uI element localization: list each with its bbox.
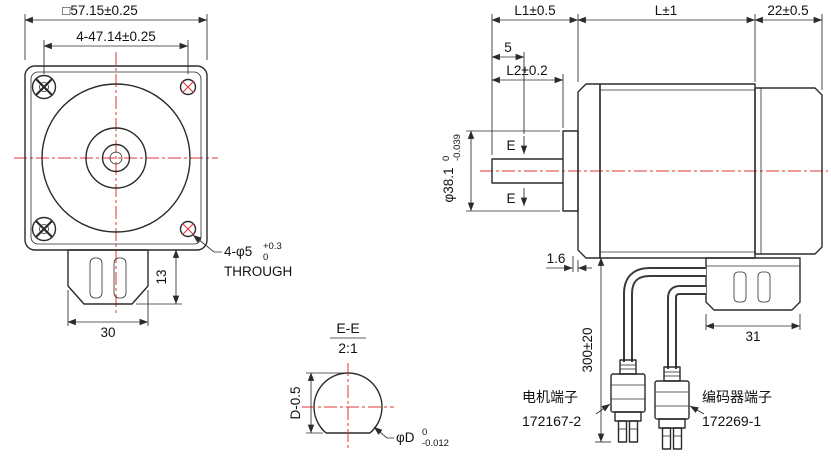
dim-l2-label: L2±0.2 <box>506 63 547 78</box>
dim-flat: D-0.5 <box>288 372 345 434</box>
dim-boss-dia-label: φ38.1 <box>441 167 456 202</box>
section-title-label: E-E <box>336 320 359 336</box>
hole-callout-label: 4-φ5 <box>224 244 252 259</box>
dim-connector-block: 31 <box>705 314 801 344</box>
dia-tol-top: 0 <box>422 427 427 438</box>
side-view: L1±0.5 L±1 22±0.5 5 L2±0.2 <box>441 3 828 450</box>
front-pilot-circle <box>41 83 191 233</box>
front-connector <box>67 249 149 305</box>
section-view: E-E 2:1 D-0.5 φD 0 -0.012 <box>288 320 449 451</box>
boss-tol-top: 0 <box>441 156 452 161</box>
dim-cable: 300±20 <box>580 257 611 443</box>
front-boss-circle <box>85 127 147 189</box>
front-flange-inner-edge <box>30 71 202 245</box>
dia-callout: φD 0 -0.012 <box>373 426 449 449</box>
hole-callout: 4-φ5 +0.3 0 THROUGH <box>192 234 292 279</box>
mounting-hole-bottom-right <box>179 220 197 238</box>
section-marks: E E <box>506 136 528 207</box>
rear-connector-block <box>705 257 801 311</box>
dim-flange: 1.6 <box>546 251 592 272</box>
section-title: E-E 2:1 <box>330 320 366 356</box>
rear-cover <box>754 87 823 255</box>
dim-square: □57.15±0.25 <box>24 3 208 60</box>
dim-l-label: L±1 <box>655 3 677 18</box>
front-shaft-circle <box>101 143 131 173</box>
dia-callout-label: φD <box>396 430 415 445</box>
dim-boss-dia: φ38.1 0 -0.039 <box>441 130 560 212</box>
front-shaft-center-circle <box>109 151 123 165</box>
section-scale-label: 2:1 <box>338 340 358 356</box>
encoder-terminal-part: 172269-1 <box>702 413 761 429</box>
dim-connector-height: 13 <box>136 249 182 305</box>
dim-rear-label: 22±0.5 <box>767 3 808 18</box>
motor-connector <box>610 359 646 443</box>
dim-connector-height-label: 13 <box>154 269 169 284</box>
motor-terminal-callout: 电机端子 172167-2 <box>522 389 611 429</box>
encoder-connector <box>654 366 690 450</box>
dim-l1: L1±0.5 <box>491 3 579 155</box>
encoder-terminal-label: 编码器端子 <box>702 389 772 405</box>
screw-bottom-left-icon <box>31 216 57 242</box>
dim-flange-label: 1.6 <box>547 251 566 266</box>
cable-encoder <box>667 285 706 369</box>
screw-top-left-icon <box>31 74 57 100</box>
dim-connector-block-label: 31 <box>745 329 760 344</box>
section-mark-bottom-label: E <box>506 191 515 206</box>
dim-rear: 22±0.5 <box>754 3 823 90</box>
hole-tol-bottom: 0 <box>263 252 268 263</box>
dim-connector-width-label: 30 <box>100 325 115 340</box>
dim-flat-label: D-0.5 <box>288 386 303 419</box>
dim-square-label: □57.15±0.25 <box>62 3 138 18</box>
dim-l1-label: L1±0.5 <box>514 3 555 18</box>
dim-bolt-circle-label: 4-47.14±0.25 <box>76 29 155 44</box>
dia-tol-bottom: -0.012 <box>422 438 449 449</box>
hole-tol-top: +0.3 <box>263 241 282 252</box>
dim-connector-width: 30 <box>67 290 149 340</box>
encoder-terminal-callout: 编码器端子 172269-1 <box>689 389 772 429</box>
dim-l: L±1 <box>577 3 756 82</box>
dim-5: 5 <box>491 40 525 134</box>
hole-through-label: THROUGH <box>224 264 292 279</box>
cables <box>623 267 706 369</box>
boss-tol-bottom: -0.039 <box>452 134 463 161</box>
dim-bolt-circle: 4-47.14±0.25 <box>43 29 189 74</box>
dim-5-label: 5 <box>504 40 512 55</box>
section-mark-top-label: E <box>506 138 515 153</box>
front-view: □57.15±0.25 4-47.14±0.25 4-φ5 +0.3 0 THR… <box>14 3 292 340</box>
motor-terminal-label: 电机端子 <box>522 389 578 405</box>
section-shaft-shape <box>313 372 383 434</box>
motor-terminal-part: 172167-2 <box>522 413 581 429</box>
dim-cable-label: 300±20 <box>580 328 595 373</box>
mounting-hole-top-right <box>179 78 197 96</box>
dim-l2: L2±0.2 <box>491 63 564 128</box>
